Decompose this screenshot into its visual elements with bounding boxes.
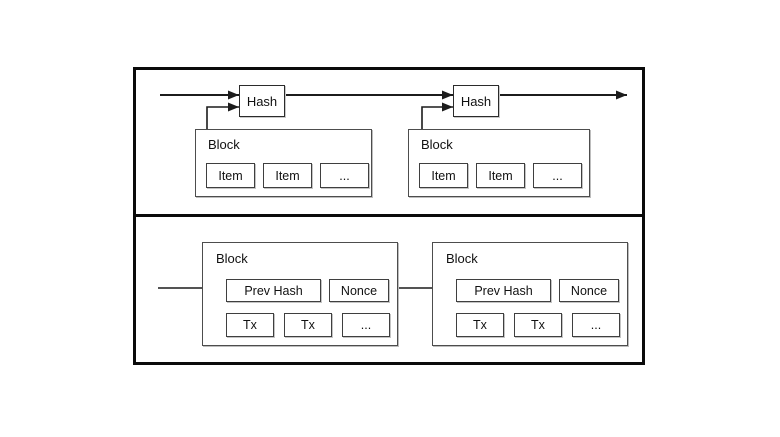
bottom-block-1-nonce: Nonce xyxy=(329,279,389,302)
item-label: Item xyxy=(488,168,513,183)
item-label: Item xyxy=(275,168,300,183)
tx-label: Tx xyxy=(301,318,315,332)
top-block-1-item-more: ... xyxy=(320,163,369,188)
bottom-block-2-title: Block xyxy=(446,251,478,266)
tx-label: Tx xyxy=(531,318,545,332)
hash-node-2-label: Hash xyxy=(460,93,492,109)
bottom-block-2-nonce: Nonce xyxy=(559,279,619,302)
bottom-block-2-tx-2: Tx xyxy=(514,313,562,337)
bottom-block-2: Block Prev Hash Nonce Tx Tx ... xyxy=(432,242,628,346)
item-label: Item xyxy=(431,168,456,183)
hash-node-1: Hash xyxy=(239,85,285,117)
ellipsis-label: ... xyxy=(360,318,372,332)
nonce-label: Nonce xyxy=(570,283,608,298)
diagram-frame xyxy=(133,67,645,365)
top-block-1-item-2: Item xyxy=(263,163,312,188)
prev-hash-label: Prev Hash xyxy=(244,283,303,298)
top-block-1: Block Item Item ... xyxy=(195,129,372,197)
bottom-block-2-tx-1: Tx xyxy=(456,313,504,337)
bottom-block-1-tx-more: ... xyxy=(342,313,390,337)
ellipsis-label: ... xyxy=(552,168,563,183)
bottom-block-1-prev-hash: Prev Hash xyxy=(226,279,321,302)
top-block-2-item-2: Item xyxy=(476,163,525,188)
bottom-block-2-tx-more: ... xyxy=(572,313,620,337)
bottom-block-1-title: Block xyxy=(216,251,248,266)
hash-node-1-label: Hash xyxy=(246,93,278,109)
bottom-block-1-tx-2: Tx xyxy=(284,313,332,337)
top-block-2-item-1: Item xyxy=(419,163,468,188)
bottom-block-2-prev-hash: Prev Hash xyxy=(456,279,551,302)
prev-hash-label: Prev Hash xyxy=(474,283,533,298)
tx-label: Tx xyxy=(243,318,257,332)
top-block-2-item-more: ... xyxy=(533,163,582,188)
bottom-block-1-tx-1: Tx xyxy=(226,313,274,337)
top-block-1-item-1: Item xyxy=(206,163,255,188)
tx-label: Tx xyxy=(473,318,487,332)
nonce-label: Nonce xyxy=(340,283,378,298)
top-block-1-title: Block xyxy=(208,137,240,152)
ellipsis-label: ... xyxy=(339,168,350,183)
top-block-2: Block Item Item ... xyxy=(408,129,590,197)
hash-node-2: Hash xyxy=(453,85,499,117)
ellipsis-label: ... xyxy=(590,318,602,332)
item-label: Item xyxy=(218,168,243,183)
top-block-2-title: Block xyxy=(421,137,453,152)
bottom-block-1: Block Prev Hash Nonce Tx Tx ... xyxy=(202,242,398,346)
panel-divider-line xyxy=(136,214,642,217)
